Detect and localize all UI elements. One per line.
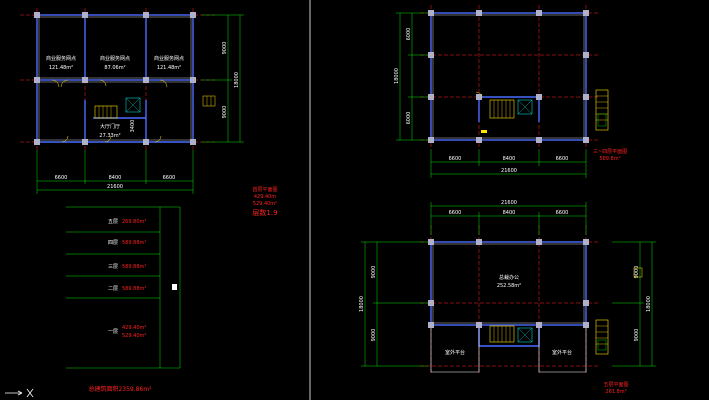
floor-name: 一层 <box>108 329 118 335</box>
dimension-label: 6000 <box>406 28 412 41</box>
floor-area: 429.40m² <box>122 325 146 331</box>
floor-name: 二层 <box>108 286 118 292</box>
dimension-label: 9000 <box>634 266 640 279</box>
plan1-dim-lines <box>36 14 244 194</box>
plan-fifth-floor: 21600 6600 8400 6600 9000 18000 9000 900… <box>359 200 656 395</box>
room-name: 商业服务网点 <box>100 55 130 62</box>
plan2-inner-line <box>432 14 585 139</box>
dimension-total: 21600 <box>501 200 517 206</box>
dimension-label: 6600 <box>449 210 462 216</box>
lobby-area: 27.33m² <box>99 133 120 139</box>
plan3-dim-lines <box>361 202 656 367</box>
plan3-walls <box>430 241 587 347</box>
dimension-label: 6600 <box>556 210 569 216</box>
dimension-label: 8400 <box>503 210 516 216</box>
dimension-total: 21600 <box>107 184 123 190</box>
plan3-columns <box>428 239 589 328</box>
dimension-label: 6000 <box>406 112 412 125</box>
plan2-axes <box>420 5 600 150</box>
ucs-axis-icon <box>5 388 34 398</box>
room-area: 87.06m² <box>104 65 125 71</box>
floor-area: 589.88m² <box>122 264 146 270</box>
table-marker <box>172 284 177 290</box>
plan3-marker <box>633 267 643 278</box>
plan-caption-area: 261.8m² <box>605 389 626 395</box>
terrace-label: 室外平台 <box>445 349 465 356</box>
plan1-inner-lines <box>38 16 192 141</box>
office-area: 252.58m² <box>497 283 521 289</box>
floor-area-table: 五层 269.80m² 四层 589.88m² 三层 589.88m² 二层 5… <box>66 206 181 393</box>
dimension-label: 9000 <box>222 42 228 55</box>
room-name: 商业服务网点 <box>46 55 76 62</box>
stair-dimension: 3400 <box>130 120 136 133</box>
floor-area: 529.40m² <box>122 333 146 339</box>
dimension-total: 18000 <box>359 296 365 312</box>
dimension-total: 18000 <box>394 68 400 84</box>
plan-caption: 五层平面图 <box>603 382 628 388</box>
plan-ground-floor: 商业服务网点 121.48m² 商业服务网点 87.06m² 商业服务网点 12… <box>20 8 244 194</box>
plan1-stair <box>94 97 141 119</box>
dimension-label: 9000 <box>634 329 640 342</box>
dimension-total: 21600 <box>501 168 517 174</box>
dimension-label: 6600 <box>556 156 569 162</box>
plan-third-fourth-floor: 6000 18000 6000 6600 8400 6600 21600 三~四… <box>394 5 627 178</box>
plan1-doors <box>51 79 168 143</box>
floor-name: 四层 <box>108 240 118 246</box>
dimension-total: 18000 <box>646 296 652 312</box>
table-lines <box>66 206 181 369</box>
dimension-label: 8400 <box>109 175 122 181</box>
floor-area: 589.88m² <box>122 286 146 292</box>
floor-area: 269.80m² <box>122 219 146 225</box>
terrace-label: 室外平台 <box>552 349 572 356</box>
dimension-label: 6600 <box>449 156 462 162</box>
plan1-walls <box>36 14 194 143</box>
plan2-dim-lines <box>396 12 587 178</box>
legend-line: 429.40m <box>254 194 276 200</box>
legend-block: 首层平面图 429.40m 529.40m² 层数1.9 <box>252 186 277 217</box>
floor-area: 589.88m² <box>122 240 146 246</box>
room-area: 121.48m² <box>157 65 181 71</box>
room-area: 121.48m² <box>49 65 73 71</box>
plan3-inner-line <box>432 243 585 324</box>
plan3-exterior-stair <box>595 319 609 355</box>
floor-name: 三层 <box>108 264 118 270</box>
floor-name: 五层 <box>108 219 118 225</box>
lobby-name: 大厅门厅 <box>100 123 120 130</box>
dimension-label: 8400 <box>503 156 516 162</box>
office-name: 总裁办公 <box>499 274 519 281</box>
dimension-label: 9000 <box>222 106 228 119</box>
dimension-total: 18000 <box>234 72 240 88</box>
room-name: 商业服务网点 <box>154 55 184 62</box>
legend-title: 首层平面图 <box>252 186 277 193</box>
plan2-columns <box>428 10 589 143</box>
plan3-terraces <box>430 325 587 373</box>
plan2-stair <box>475 91 533 133</box>
dimension-label: 9000 <box>371 329 377 342</box>
plan-caption: 三~四层平面图 <box>593 149 627 155</box>
dimension-label: 6600 <box>163 175 176 181</box>
legend-scale: 层数1.9 <box>252 208 277 217</box>
plan2-exterior-stair <box>595 89 609 131</box>
plan3-stair <box>489 325 533 343</box>
plan1-exterior-stair <box>202 95 216 107</box>
plan-caption-area: 589.8m² <box>599 156 620 162</box>
dimension-label: 6600 <box>55 175 68 181</box>
dimension-label: 9000 <box>371 266 377 279</box>
plan2-walls <box>430 12 587 141</box>
plan1-columns <box>34 12 196 145</box>
legend-line: 529.40m² <box>253 201 277 207</box>
total-area: 总建筑面积2359.86m² <box>88 385 152 393</box>
